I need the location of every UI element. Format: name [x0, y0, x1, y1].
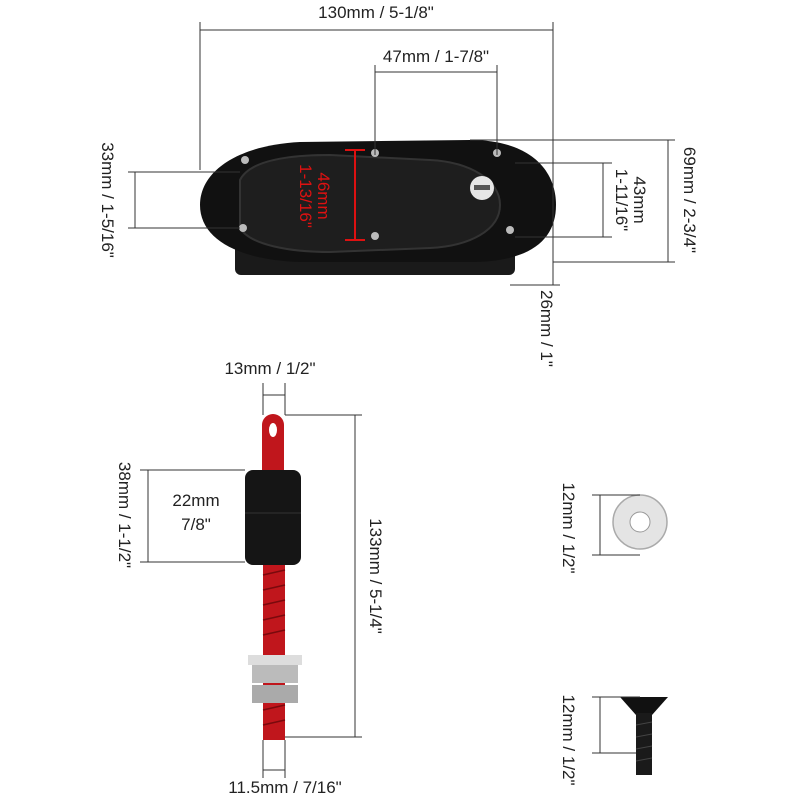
dim-latch-width: 130mm / 5-1/8": [199, 3, 554, 265]
dim-washer-diameter: 12mm / 1/2": [559, 482, 640, 574]
dim-pin-length: 133mm / 5-1/4": [285, 414, 385, 738]
svg-text:1-11/16": 1-11/16": [612, 169, 631, 231]
dim-right-hole-spacing: 43mm 1-11/16": [515, 162, 649, 238]
svg-text:22mm: 22mm: [172, 491, 219, 510]
dim-latch-depth: 26mm / 1": [510, 262, 560, 367]
dim-sleeve-length: 38mm / 1-1/2": [115, 462, 245, 568]
svg-text:43mm: 43mm: [630, 176, 649, 223]
dim-sleeve-diameter: 22mm 7/8": [172, 491, 301, 534]
dim-left-hole-spacing: 33mm / 1-5/16": [98, 142, 240, 258]
svg-text:33mm / 1-5/16": 33mm / 1-5/16": [98, 142, 117, 258]
svg-text:46mm: 46mm: [314, 172, 333, 219]
svg-text:13mm / 1/2": 13mm / 1/2": [224, 359, 315, 378]
svg-text:130mm / 5-1/8": 130mm / 5-1/8": [318, 3, 434, 22]
dim-latch-height: 69mm / 2-3/4": [470, 139, 699, 263]
svg-text:1-13/16": 1-13/16": [296, 164, 315, 228]
svg-text:12mm / 1/2": 12mm / 1/2": [559, 482, 578, 573]
svg-text:12mm / 1/2": 12mm / 1/2": [559, 694, 578, 785]
dim-screw-length: 12mm / 1/2": [559, 694, 640, 786]
dim-inner-height: 46mm 1-13/16": [296, 149, 365, 241]
dim-pin-spacing: 47mm / 1-7/8": [374, 47, 498, 155]
washer: [612, 494, 668, 550]
svg-text:7/8": 7/8": [181, 515, 211, 534]
dim-eye-width: 13mm / 1/2": [224, 359, 316, 415]
svg-text:38mm / 1-1/2": 38mm / 1-1/2": [115, 462, 134, 568]
hood-pin: [245, 414, 302, 740]
svg-text:47mm / 1-7/8": 47mm / 1-7/8": [383, 47, 489, 66]
svg-text:11.5mm / 7/16": 11.5mm / 7/16": [228, 778, 341, 797]
dim-thread-diameter: 11.5mm / 7/16": [228, 740, 342, 797]
svg-text:133mm / 5-1/4": 133mm / 5-1/4": [366, 518, 385, 634]
hood-latch-plate: [200, 140, 556, 275]
svg-text:26mm / 1": 26mm / 1": [537, 290, 556, 367]
svg-text:69mm / 2-3/4": 69mm / 2-3/4": [680, 147, 699, 253]
countersunk-screw: [620, 697, 668, 775]
